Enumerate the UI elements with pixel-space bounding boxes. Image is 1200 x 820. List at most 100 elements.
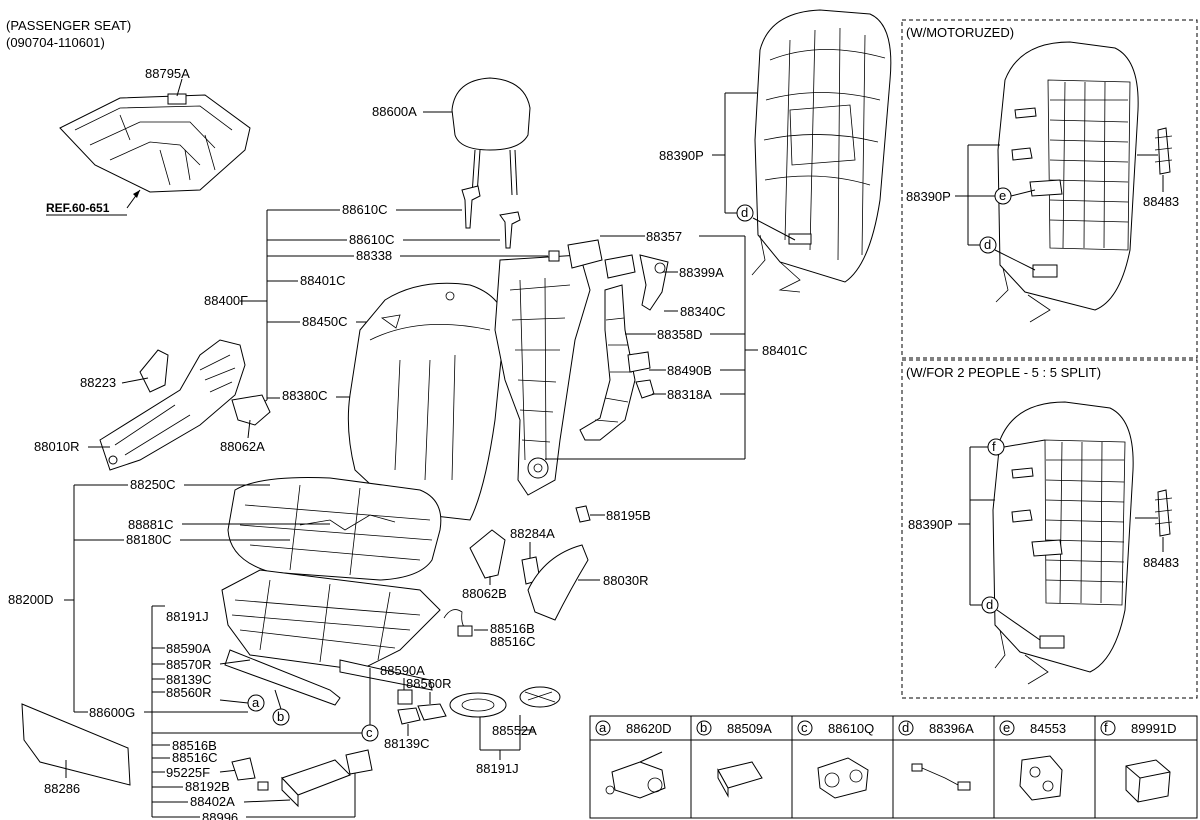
inset-motorized-drawing bbox=[995, 41, 1173, 323]
legend-key-c: c bbox=[801, 720, 808, 735]
label-88192B[interactable]: 88192B bbox=[185, 779, 230, 794]
label-88340C[interactable]: 88340C bbox=[680, 304, 726, 319]
label-88191J-1[interactable]: 88191J bbox=[166, 609, 209, 624]
seat-frame-drawing bbox=[221, 569, 441, 706]
callout-d-inset1[interactable]: d bbox=[984, 237, 991, 252]
label-88600G[interactable]: 88600G bbox=[89, 705, 135, 720]
label-88610C-2[interactable]: 88610C bbox=[349, 232, 395, 247]
legend-key-a: a bbox=[599, 720, 607, 735]
legend-part-d[interactable]: 88396A bbox=[929, 721, 974, 736]
bracket-88062A-drawing bbox=[231, 394, 271, 426]
label-88357[interactable]: 88357 bbox=[646, 229, 682, 244]
label-88062A[interactable]: 88062A bbox=[220, 439, 265, 454]
legend-table: a 88620D b 88509A c 88610Q d 88396A bbox=[589, 715, 1198, 819]
cover-88357-drawing bbox=[567, 239, 603, 269]
label-88490B[interactable]: 88490B bbox=[667, 363, 712, 378]
seatback-frame-drawing bbox=[494, 254, 591, 496]
label-88570R[interactable]: 88570R bbox=[166, 657, 212, 672]
label-88390P-1[interactable]: 88390P bbox=[659, 148, 704, 163]
callout-f-inset[interactable]: f bbox=[992, 439, 996, 454]
legend-part-a[interactable]: 88620D bbox=[626, 721, 672, 736]
label-88560R-2[interactable]: 88560R bbox=[406, 676, 452, 691]
legend-icon-connector bbox=[1019, 755, 1063, 801]
label-88881C[interactable]: 88881C bbox=[128, 517, 174, 532]
cover-88030R-drawing bbox=[527, 544, 589, 621]
callout-d-inset2[interactable]: d bbox=[986, 597, 993, 612]
label-95225F[interactable]: 95225F bbox=[166, 765, 210, 780]
label-88030R[interactable]: 88030R bbox=[603, 573, 649, 588]
small-switch-parts-drawing bbox=[397, 689, 447, 725]
label-88010R[interactable]: 88010R bbox=[34, 439, 80, 454]
trim-88286-drawing bbox=[21, 703, 131, 786]
label-88250C[interactable]: 88250C bbox=[130, 477, 176, 492]
label-88191J-2[interactable]: 88191J bbox=[476, 761, 519, 776]
label-88516B-2[interactable]: 88516B bbox=[490, 621, 535, 636]
legend-key-e: e bbox=[1003, 720, 1010, 735]
label-88195B[interactable]: 88195B bbox=[606, 508, 651, 523]
label-88600A[interactable]: 88600A bbox=[372, 104, 417, 119]
label-88180C[interactable]: 88180C bbox=[126, 532, 172, 547]
label-88516C-2[interactable]: 88516C bbox=[490, 634, 536, 649]
legend-key-d: d bbox=[902, 720, 909, 735]
latch-assembly-drawing bbox=[604, 254, 669, 311]
label-88402A[interactable]: 88402A bbox=[190, 794, 235, 809]
label-88450C[interactable]: 88450C bbox=[302, 314, 348, 329]
callout-b-main[interactable]: b bbox=[277, 709, 284, 724]
label-88795A[interactable]: 88795A bbox=[145, 66, 190, 81]
callout-a-main[interactable]: a bbox=[252, 695, 260, 710]
seat-cushion-drawing bbox=[227, 477, 442, 581]
callout-c-main[interactable]: c bbox=[366, 725, 373, 740]
inset-split-88390P[interactable]: 88390P bbox=[908, 517, 953, 532]
inset-motorized-88483[interactable]: 88483 bbox=[1143, 194, 1179, 209]
label-88139C-2[interactable]: 88139C bbox=[384, 736, 430, 751]
headrest-drawing bbox=[451, 77, 531, 249]
label-88338[interactable]: 88338 bbox=[356, 248, 392, 263]
label-88200D[interactable]: 88200D bbox=[8, 592, 54, 607]
label-88516C-1[interactable]: 88516C bbox=[172, 750, 218, 765]
label-88610C-1[interactable]: 88610C bbox=[342, 202, 388, 217]
callout-e-inset[interactable]: e bbox=[999, 188, 1006, 203]
bracket-88062B-drawing bbox=[469, 529, 506, 579]
legend-part-c[interactable]: 88610Q bbox=[828, 721, 874, 736]
label-88284A[interactable]: 88284A bbox=[510, 526, 555, 541]
label-88062B[interactable]: 88062B bbox=[462, 586, 507, 601]
legend-part-e[interactable]: 84553 bbox=[1030, 721, 1066, 736]
inset-split-box bbox=[901, 359, 1198, 699]
seatback-panel-drawing bbox=[751, 9, 892, 293]
label-88139C-1[interactable]: 88139C bbox=[166, 672, 212, 687]
label-88560R-1[interactable]: 88560R bbox=[166, 685, 212, 700]
part-88490B-drawing bbox=[627, 351, 651, 373]
inset-motorized-title: (W/MOTORUZED) bbox=[906, 25, 1014, 40]
label-88516B-1[interactable]: 88516B bbox=[172, 738, 217, 753]
legend-part-f[interactable]: 89991D bbox=[1131, 721, 1177, 736]
inset-split-title: (W/FOR 2 PEOPLE - 5 : 5 SPLIT) bbox=[906, 365, 1101, 380]
inset-motorized-88390P[interactable]: 88390P bbox=[906, 189, 951, 204]
label-88400F[interactable]: 88400F bbox=[204, 293, 248, 308]
duct-88358D-drawing bbox=[579, 284, 636, 441]
callout-d-main[interactable]: d bbox=[741, 205, 748, 220]
side-cover-drawing bbox=[99, 339, 246, 471]
ref-label[interactable]: REF.60-651 bbox=[46, 201, 110, 215]
ecu-module-drawing bbox=[231, 749, 373, 808]
legend-part-b[interactable]: 88509A bbox=[727, 721, 772, 736]
label-88401C-1[interactable]: 88401C bbox=[300, 273, 346, 288]
inset-split-88483[interactable]: 88483 bbox=[1143, 555, 1179, 570]
label-88590A-1[interactable]: 88590A bbox=[166, 641, 211, 656]
label-88380C[interactable]: 88380C bbox=[282, 388, 328, 403]
label-88552A[interactable]: 88552A bbox=[492, 723, 537, 738]
header-line1: (PASSENGER SEAT) bbox=[6, 18, 131, 33]
floor-panel-drawing bbox=[59, 93, 251, 193]
label-88358D[interactable]: 88358D bbox=[657, 327, 703, 342]
label-88286[interactable]: 88286 bbox=[44, 781, 80, 796]
label-88223[interactable]: 88223 bbox=[80, 375, 116, 390]
legend-icon-motor bbox=[605, 751, 666, 799]
inset-split-drawing bbox=[992, 401, 1173, 685]
label-88996[interactable]: 88996 bbox=[202, 810, 238, 820]
legend-icon-switch bbox=[717, 761, 763, 798]
legend-icon-actuator bbox=[817, 757, 869, 799]
label-88399A[interactable]: 88399A bbox=[679, 265, 724, 280]
label-88318A[interactable]: 88318A bbox=[667, 387, 712, 402]
inset-motorized-box bbox=[901, 19, 1198, 359]
label-88590A-2[interactable]: 88590A bbox=[380, 663, 425, 678]
label-88401C-2[interactable]: 88401C bbox=[762, 343, 808, 358]
